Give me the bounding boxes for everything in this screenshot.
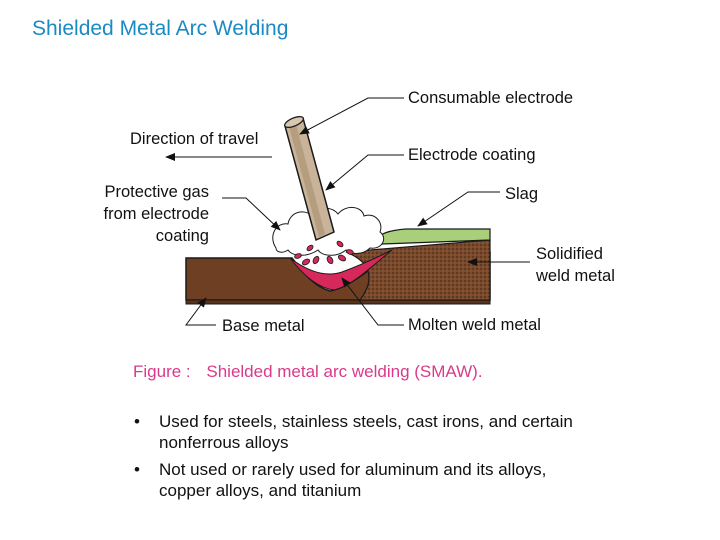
figure-caption-prefix: Figure :	[133, 362, 191, 381]
bullet-item: • Used for steels, stainless steels, cas…	[133, 411, 603, 453]
figure-caption-text: Shielded metal arc welding (SMAW).	[206, 362, 483, 381]
bullet-item: • Not used or rarely used for aluminum a…	[133, 459, 603, 501]
electrode	[284, 116, 335, 242]
bullet-text: Not used or rarely used for aluminum and…	[159, 460, 547, 500]
label-solidified-weld-metal-line-1: Solidified	[536, 245, 603, 263]
label-slag: Slag	[505, 185, 538, 203]
label-consumable-electrode: Consumable electrode	[408, 89, 573, 107]
bullet-marker: •	[134, 460, 140, 479]
leader-slag	[417, 191, 500, 227]
label-base-metal: Base metal	[222, 317, 305, 335]
bullet-marker: •	[134, 412, 140, 431]
leader-consumable-electrode	[299, 97, 404, 135]
bullet-list: • Used for steels, stainless steels, cas…	[133, 411, 603, 507]
slide-title: Shielded Metal Arc Welding	[32, 17, 289, 40]
label-direction-of-travel: Direction of travel	[130, 130, 258, 148]
leader-protective-gas	[222, 197, 281, 231]
label-protective-gas-line-3: coating	[156, 227, 209, 245]
molten-weld-pool	[289, 249, 393, 291]
leader-electrode-coating	[325, 154, 404, 191]
label-molten-weld-metal: Molten weld metal	[408, 316, 541, 334]
label-protective-gas-line-2: from electrode	[104, 205, 209, 223]
leader-molten-weld-metal	[341, 277, 404, 326]
arc-droplets	[294, 240, 354, 266]
figure-caption: Figure : Shielded metal arc welding (SMA…	[133, 362, 483, 382]
label-solidified-weld-metal-line-2: weld metal	[535, 267, 615, 285]
bullet-text: Used for steels, stainless steels, cast …	[159, 412, 573, 452]
label-electrode-coating: Electrode coating	[408, 146, 536, 164]
leader-base-metal	[185, 297, 216, 326]
label-protective-gas-line-1: Protective gas	[104, 183, 209, 201]
